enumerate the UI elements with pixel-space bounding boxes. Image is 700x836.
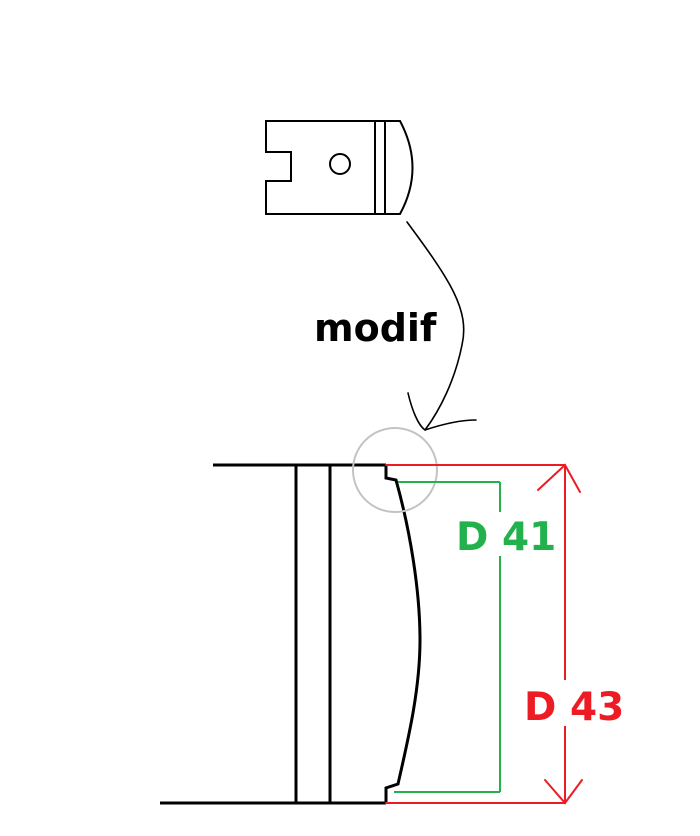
d41-label-backdrop xyxy=(452,512,558,556)
small-piston-pin-hole xyxy=(329,153,351,175)
piston-skirt-profile xyxy=(384,465,422,803)
d43-arrow-bottom xyxy=(544,779,583,805)
highlight-circle xyxy=(352,427,438,513)
small-piston xyxy=(265,120,414,215)
d43-dimension xyxy=(385,463,583,805)
d41-label: D 41 xyxy=(456,515,556,560)
arrow-head xyxy=(407,392,477,431)
large-piston-section xyxy=(160,463,422,805)
modif-label: modif xyxy=(314,306,437,350)
d43-label-backdrop xyxy=(522,680,630,726)
small-piston-outline xyxy=(265,120,414,215)
d43-label: D 43 xyxy=(524,685,624,730)
d43-arrow-top xyxy=(537,463,581,493)
arrow-shaft xyxy=(406,221,465,431)
modification-arrow xyxy=(406,221,477,431)
